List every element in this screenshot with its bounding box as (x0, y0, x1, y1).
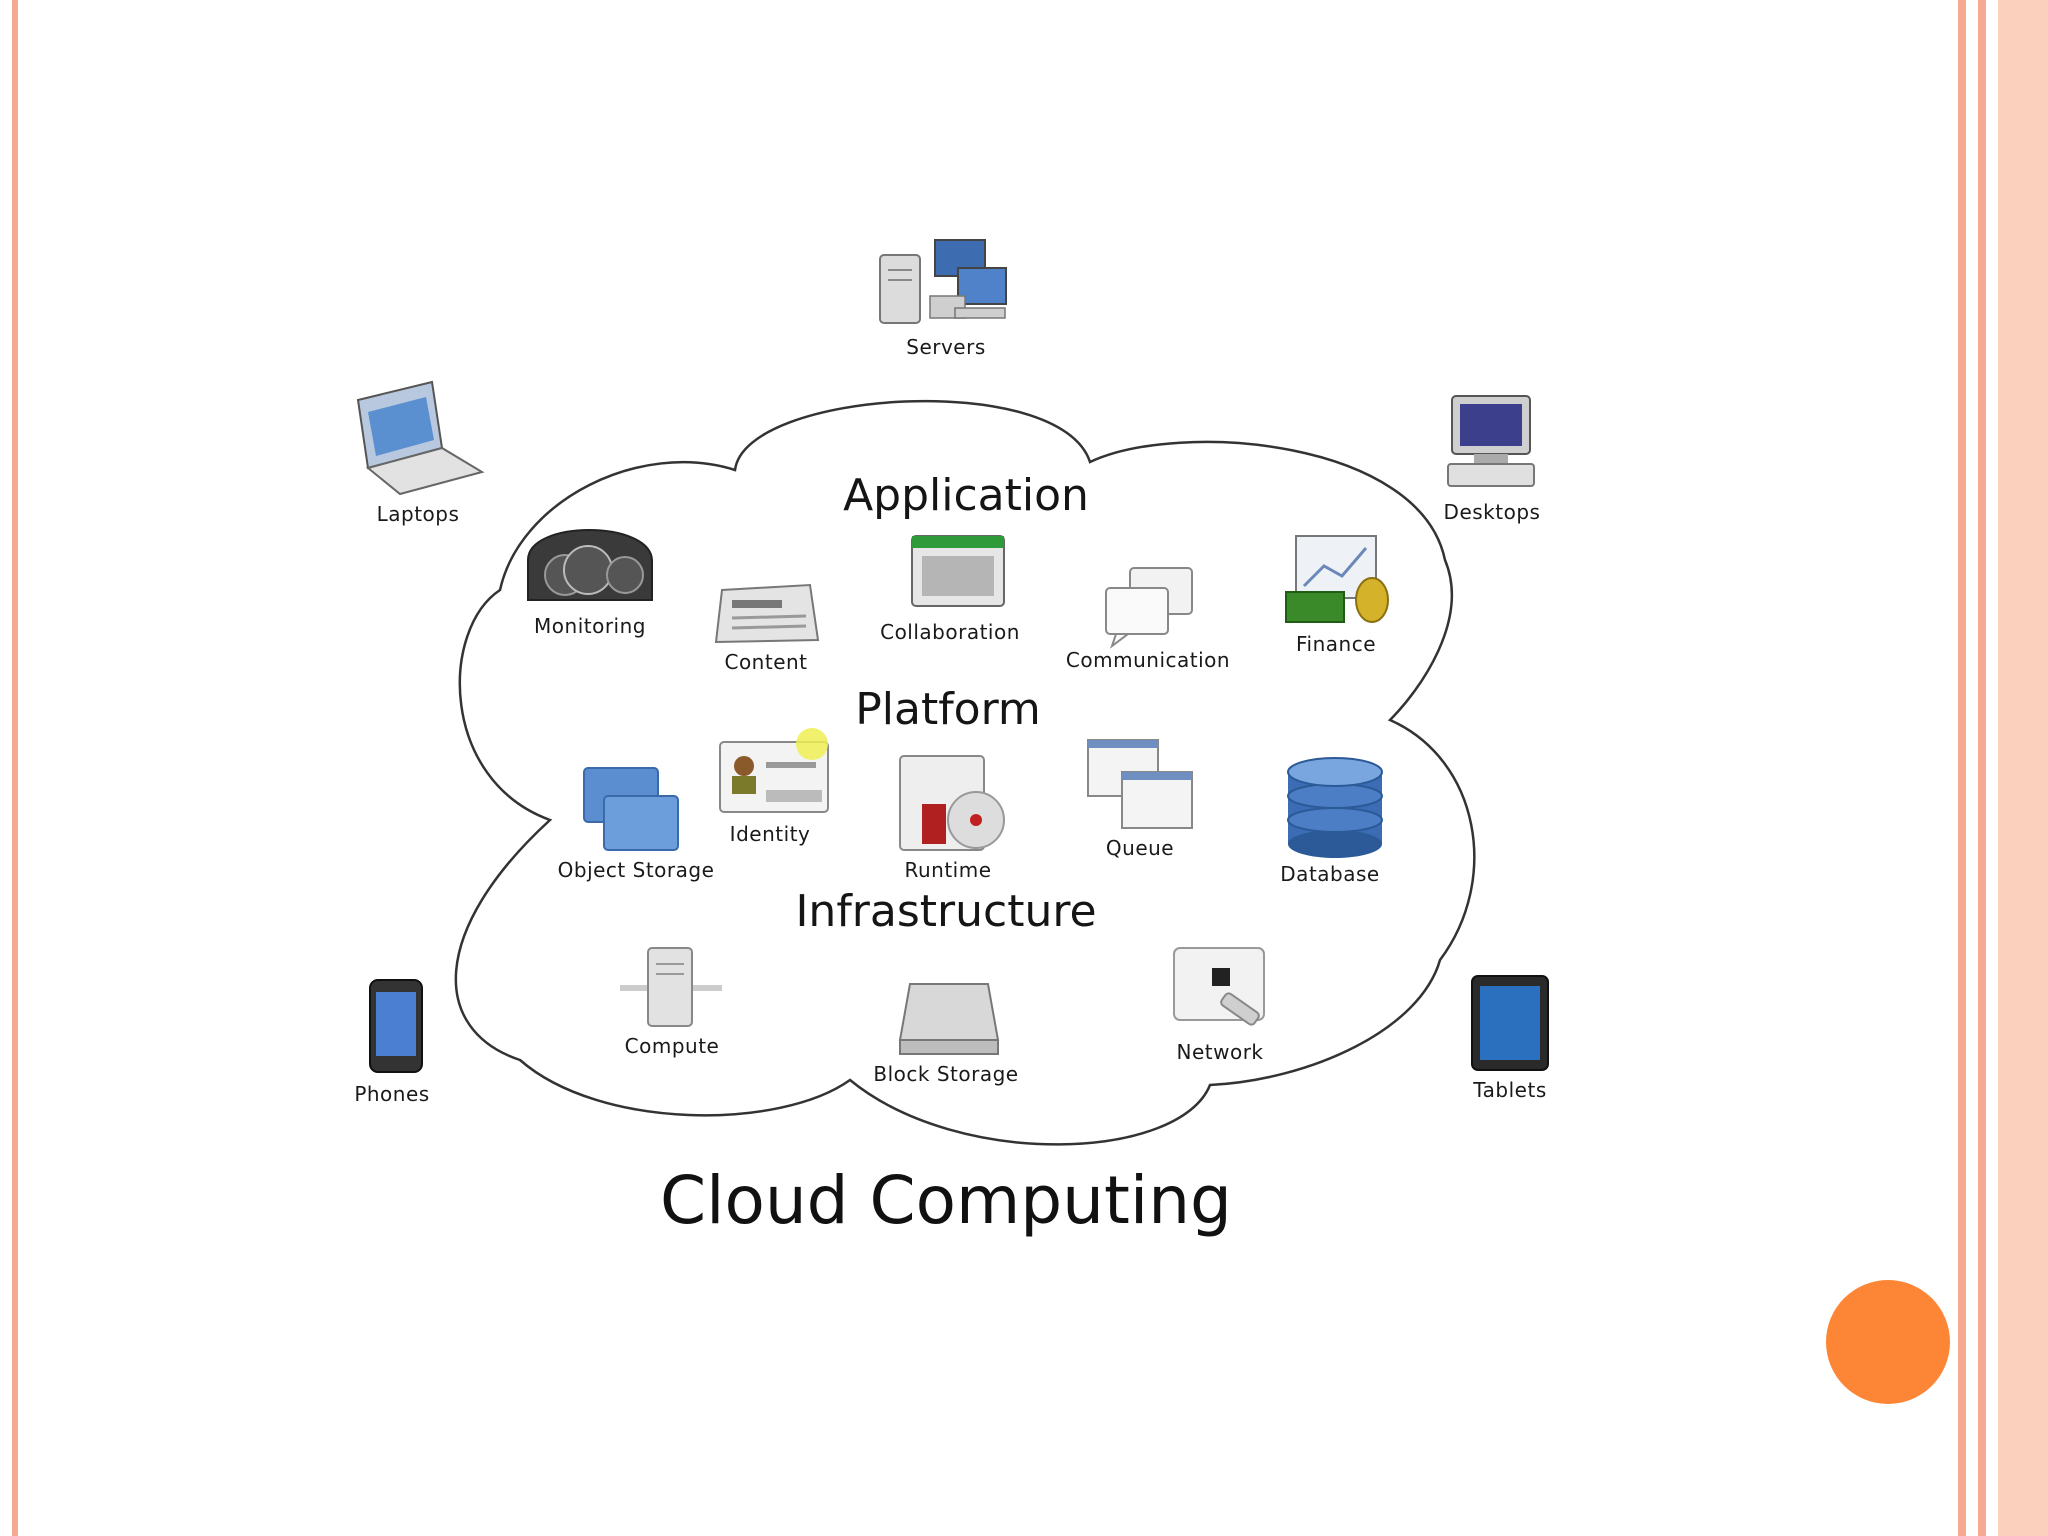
compute-icon (620, 947, 722, 1027)
database-icon (1287, 757, 1383, 858)
tablets-label: Tablets (1473, 1078, 1547, 1102)
collaboration-label: Collaboration (880, 620, 1020, 644)
monitoring-icon (527, 529, 653, 601)
laptops-label: Laptops (376, 502, 460, 526)
compute-label: Compute (624, 1034, 720, 1058)
queue-label: Queue (1105, 836, 1175, 860)
runtime-icon (899, 755, 1005, 851)
queue-icon (1087, 739, 1193, 829)
diagram-title: Cloud Computing (660, 1162, 1232, 1239)
slide-advance-circle[interactable] (1826, 1280, 1950, 1404)
servers-label: Servers (906, 335, 986, 359)
content-icon (714, 583, 820, 644)
servers-icon (879, 239, 1007, 324)
tablet-icon (1471, 975, 1549, 1071)
communication-icon (1105, 567, 1193, 649)
network-icon (1173, 947, 1265, 1026)
application-heading: Application (843, 470, 1089, 521)
desktop-icon (1447, 395, 1535, 487)
object-storage-label: Object Storage (557, 858, 715, 882)
identity-icon (719, 728, 829, 813)
laptop-icon (356, 380, 485, 496)
infrastructure-heading: Infrastructure (795, 886, 1097, 937)
content-label: Content (724, 650, 808, 674)
block-storage-icon (898, 983, 1000, 1055)
monitoring-label: Monitoring (534, 614, 646, 638)
desktops-label: Desktops (1443, 500, 1541, 524)
platform-heading: Platform (855, 684, 1041, 735)
identity-label: Identity (729, 822, 811, 846)
runtime-label: Runtime (904, 858, 992, 882)
database-label: Database (1280, 862, 1380, 886)
block-storage-label: Block Storage (873, 1062, 1019, 1086)
left-border (0, 0, 26, 1536)
object-storage-icon (583, 767, 679, 851)
phone-icon (369, 979, 423, 1073)
finance-icon (1285, 535, 1389, 623)
right-border (1958, 0, 2048, 1536)
network-label: Network (1176, 1040, 1264, 1064)
finance-label: Finance (1295, 632, 1377, 656)
communication-label: Communication (1065, 648, 1231, 672)
phones-label: Phones (354, 1082, 430, 1106)
collaboration-icon (911, 535, 1005, 607)
